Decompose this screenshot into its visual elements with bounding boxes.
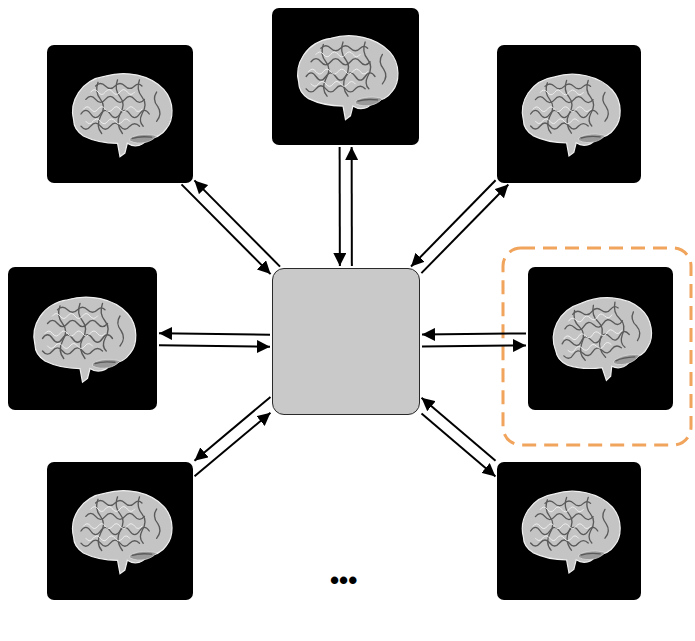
brain-drawing xyxy=(73,74,172,157)
brain-image xyxy=(509,57,629,171)
highlight-outline xyxy=(503,248,691,445)
arrow-connector xyxy=(194,397,270,461)
arrow-connector xyxy=(422,414,496,477)
brain-panel xyxy=(497,462,641,600)
arrow-connector xyxy=(422,345,526,346)
arrow-connector xyxy=(194,180,280,266)
arrow-connector xyxy=(339,147,341,266)
brain-image xyxy=(20,279,145,398)
brain-panel xyxy=(8,267,157,410)
brain-drawing xyxy=(298,36,398,120)
arrow-connector xyxy=(411,180,496,266)
brain-panel xyxy=(47,45,193,183)
brain-image xyxy=(284,20,407,133)
brain-image xyxy=(509,474,629,588)
arrow-connector xyxy=(181,184,270,274)
arrow-connector xyxy=(159,345,270,346)
brain-drawing xyxy=(34,297,136,382)
brain-drawing xyxy=(522,491,620,573)
brain-drawing xyxy=(522,74,620,156)
hub-box xyxy=(272,268,420,415)
arrow-connector xyxy=(195,413,271,477)
brain-drawing xyxy=(73,491,172,574)
arrow-connector xyxy=(422,333,526,334)
brain-image xyxy=(540,279,661,398)
brain-image xyxy=(59,57,181,171)
brain-drawing xyxy=(548,292,657,387)
brain-panel xyxy=(47,462,193,600)
brain-panel xyxy=(497,45,641,183)
brain-panel xyxy=(272,8,419,145)
ellipsis-mark: ••• xyxy=(330,567,357,593)
arrow-connector xyxy=(422,398,496,461)
brain-panel xyxy=(528,267,673,410)
arrow-connector xyxy=(159,333,270,334)
arrow-connector xyxy=(421,184,508,273)
brain-image xyxy=(59,474,181,588)
arrow-connector xyxy=(351,147,353,266)
